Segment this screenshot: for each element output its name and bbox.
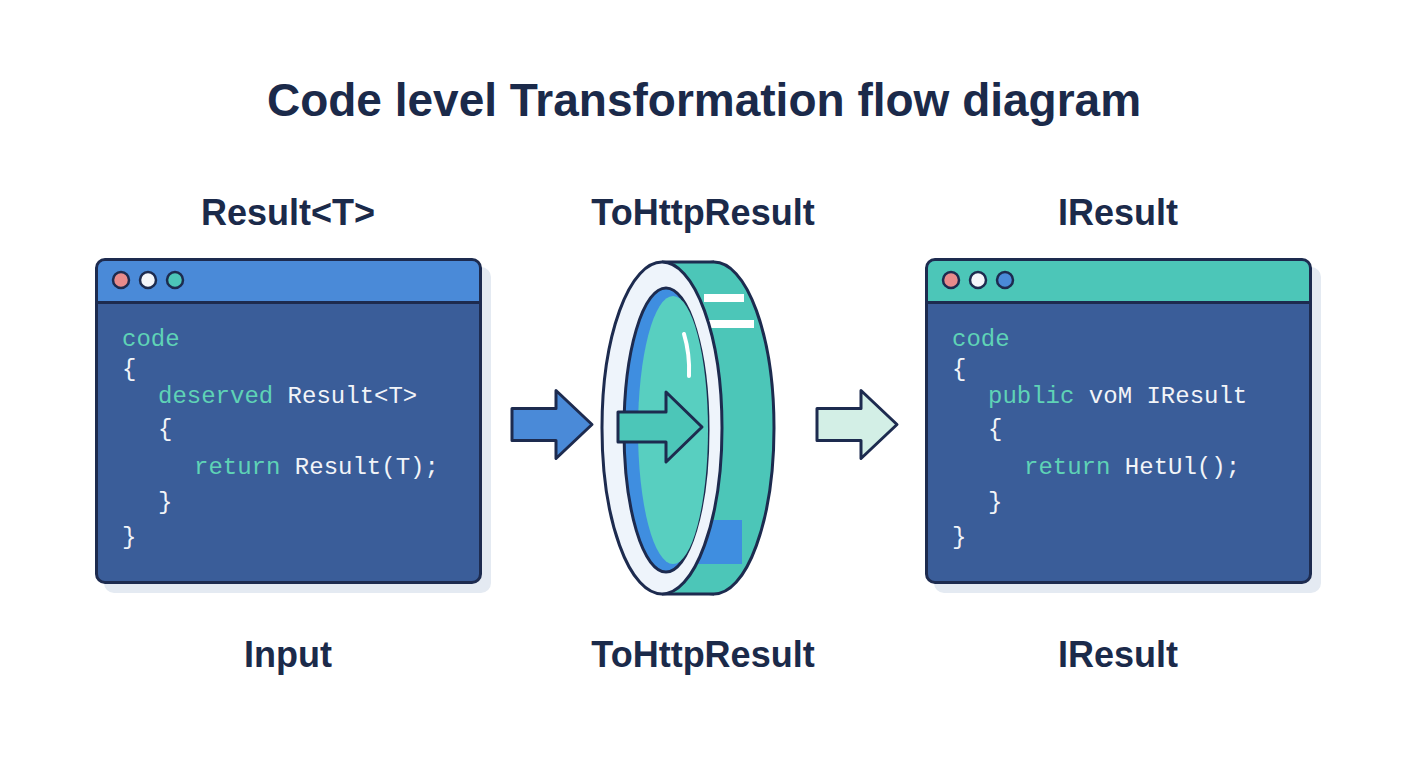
ring-front xyxy=(602,262,722,594)
code-line: } xyxy=(952,523,966,553)
ring-inner-edge xyxy=(624,288,708,572)
ring-highlight xyxy=(704,294,744,302)
code-line: public voM IResult xyxy=(988,382,1247,412)
ring-shape xyxy=(592,258,782,598)
window-titlebar xyxy=(98,261,479,304)
column-heading: Result<T> xyxy=(88,188,488,238)
window-dot xyxy=(970,272,986,288)
column-heading: ToHttpResult xyxy=(503,188,903,238)
code-line: code xyxy=(122,325,180,355)
code-window-node: code{public voM IResult{return HetUl();}… xyxy=(925,170,1312,690)
window-titlebar xyxy=(928,261,1309,304)
flow-arrow xyxy=(512,391,592,459)
code-window: code{public voM IResult{return HetUl();}… xyxy=(925,258,1312,584)
window-dot xyxy=(140,272,156,288)
code-line: { xyxy=(952,355,966,385)
code-line: { xyxy=(122,355,136,385)
column-caption: ToHttpResult xyxy=(503,630,903,680)
ring-highlight xyxy=(704,320,754,328)
ring-gleam xyxy=(684,334,689,376)
window-dot xyxy=(113,272,129,288)
column-caption: Input xyxy=(88,630,488,680)
code-line: code xyxy=(952,325,1010,355)
code-line: return HetUl(); xyxy=(1024,453,1240,483)
window-dot xyxy=(943,272,959,288)
column-heading: IResult xyxy=(918,188,1318,238)
ring-inner xyxy=(638,296,708,564)
column-caption: IResult xyxy=(918,630,1318,680)
code-window-node: code{deserved Result<T>{return Result(T)… xyxy=(95,170,482,690)
code-line: } xyxy=(122,523,136,553)
window-dot xyxy=(997,272,1013,288)
ring-outline xyxy=(592,258,782,598)
window-dots xyxy=(113,272,1013,288)
diagram-title: Code level Transformation flow diagram xyxy=(0,68,1408,132)
code-window: code{deserved Result<T>{return Result(T)… xyxy=(95,258,482,584)
window-dot xyxy=(167,272,183,288)
code-line: } xyxy=(988,488,1002,518)
transform-ring-node: ToHttpResultToHttpResult xyxy=(592,170,782,690)
code-line: } xyxy=(158,488,172,518)
code-line: return Result(T); xyxy=(194,453,439,483)
code-line: deserved Result<T> xyxy=(158,382,417,412)
code-line: { xyxy=(988,415,1002,445)
inner-arrow xyxy=(618,392,702,462)
flow-arrow xyxy=(817,391,897,459)
code-line: { xyxy=(158,415,172,445)
